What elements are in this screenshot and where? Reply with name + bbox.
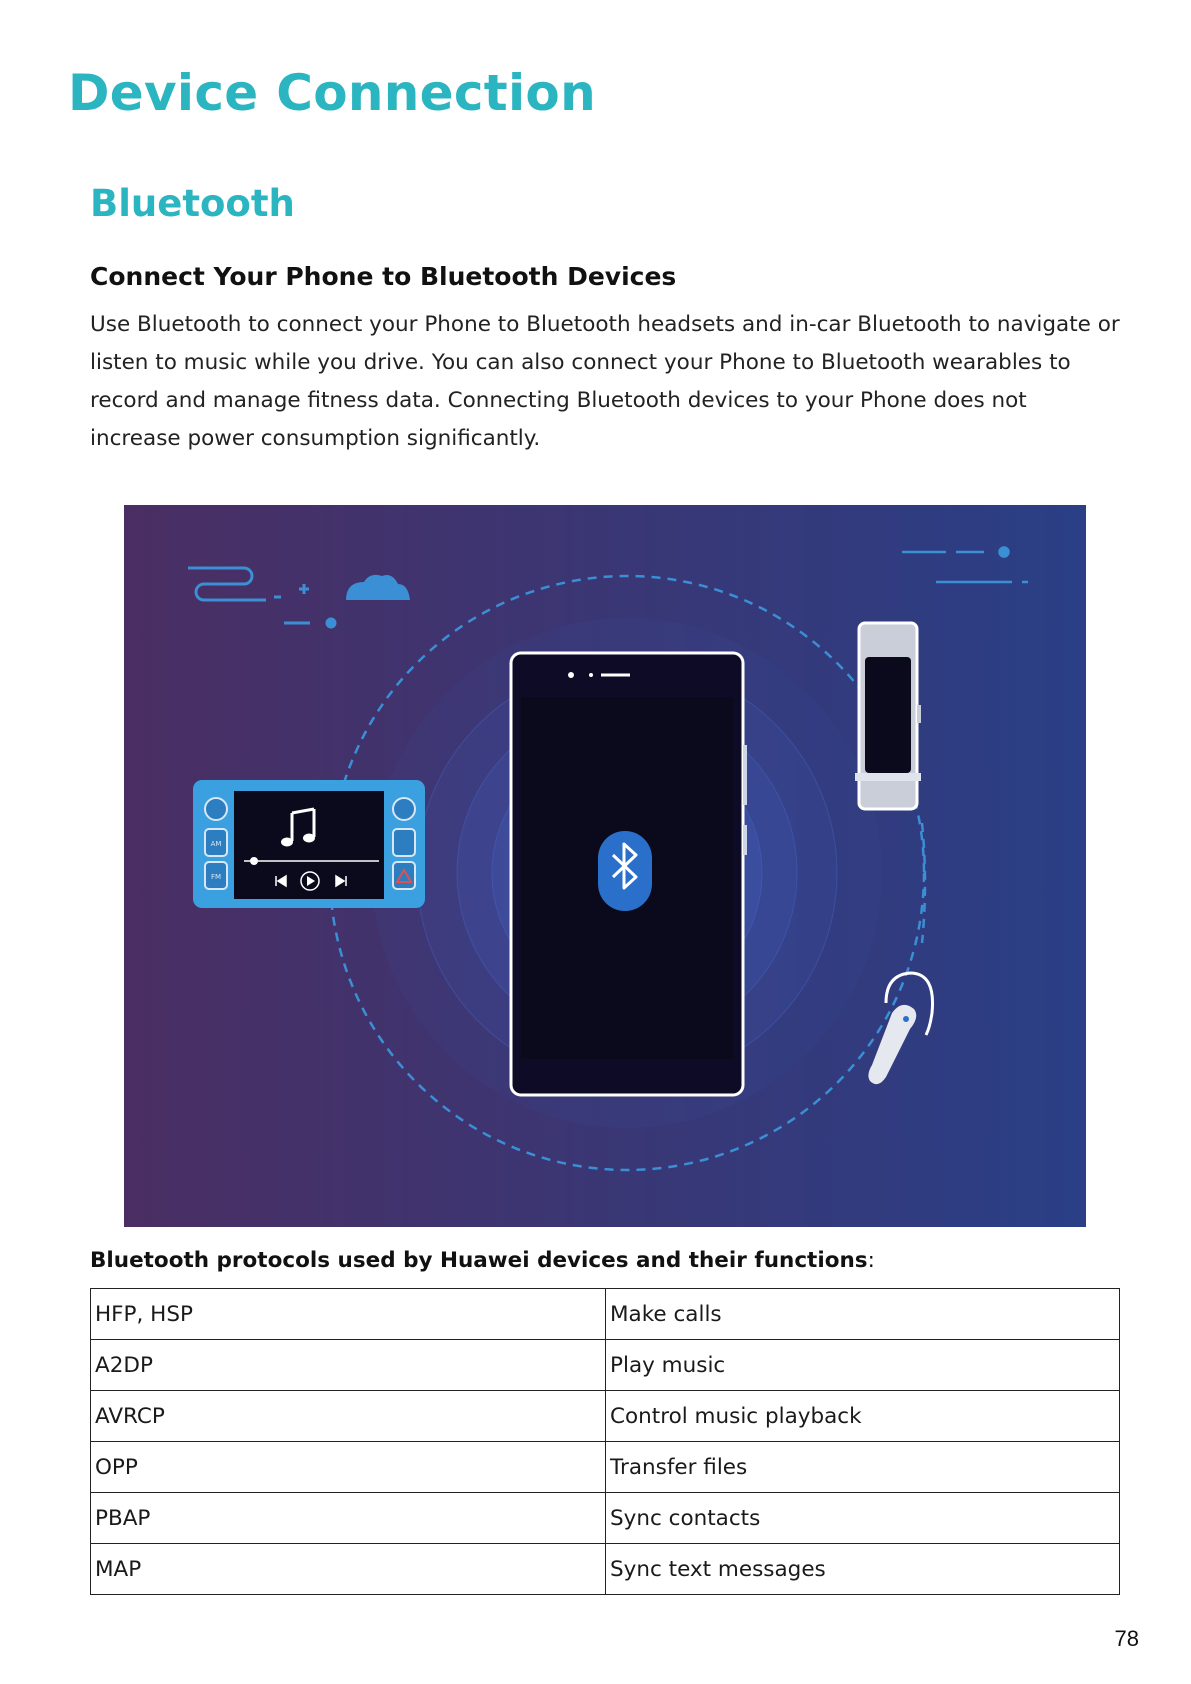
protocol-cell: HFP, HSP [90, 1288, 606, 1340]
bluetooth-icon [598, 831, 652, 911]
fm-label: FM [211, 873, 221, 881]
protocol-cell: PBAP [90, 1492, 606, 1544]
subsection-title: Connect Your Phone to Bluetooth Devices [90, 262, 677, 291]
protocols-table: HFP, HSP Make calls A2DP Play music AVRC… [90, 1288, 1120, 1595]
function-cell: Transfer files [605, 1441, 1120, 1493]
function-cell: Make calls [605, 1288, 1120, 1340]
cloud-icon [188, 566, 410, 629]
table-row: MAP Sync text messages [90, 1543, 1120, 1595]
section-title: Bluetooth [90, 182, 295, 225]
decor-lines [902, 546, 1028, 584]
chapter-title: Device Connection [68, 64, 596, 122]
protocol-cell: OPP [90, 1441, 606, 1493]
fitness-band-icon [855, 621, 921, 811]
intro-paragraph: Use Bluetooth to connect your Phone to B… [90, 312, 1120, 451]
table-row: OPP Transfer files [90, 1441, 1120, 1493]
table-row: HFP, HSP Make calls [90, 1288, 1120, 1340]
function-cell: Sync contacts [605, 1492, 1120, 1544]
protocol-cell: MAP [90, 1543, 606, 1595]
protocol-cell: A2DP [90, 1339, 606, 1391]
function-cell: Sync text messages [605, 1543, 1120, 1595]
table-row: A2DP Play music [90, 1339, 1120, 1391]
table-row: PBAP Sync contacts [90, 1492, 1120, 1544]
function-cell: Play music [605, 1339, 1120, 1391]
table-caption-suffix: : [867, 1248, 875, 1273]
function-cell: Control music playback [605, 1390, 1120, 1442]
protocol-cell: AVRCP [90, 1390, 606, 1442]
table-caption-bold: Bluetooth protocols used by Huawei devic… [90, 1248, 868, 1273]
car-stereo-icon: AM FM [193, 780, 425, 908]
bluetooth-headset-icon [868, 971, 935, 1085]
table-caption: Bluetooth protocols used by Huawei devic… [90, 1248, 875, 1273]
table-row: AVRCP Control music playback [90, 1390, 1120, 1442]
page-number: 78 [1114, 1626, 1139, 1651]
am-label: AM [211, 840, 222, 848]
bluetooth-devices-illustration: AM FM [124, 505, 1086, 1227]
